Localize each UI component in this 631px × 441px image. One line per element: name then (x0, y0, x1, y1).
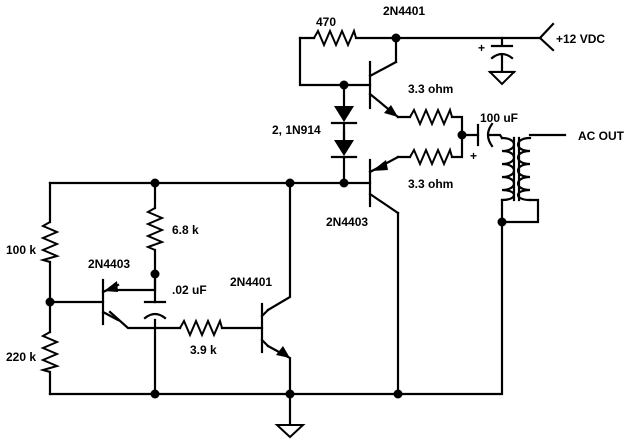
transistor-q-bot-pnp: 2N4403 (326, 155, 400, 229)
diode-pair-label: 2, 1N914 (272, 123, 321, 137)
wires (48, 36, 567, 427)
resistor-470-label: 470 (316, 15, 336, 29)
transistor-q-left-pnp: 2N4403 (88, 257, 130, 326)
pnp-emitter-arrow (372, 160, 388, 171)
junction-dot (45, 297, 55, 307)
transistor-q-left-label: 2N4403 (88, 257, 130, 271)
transistor-q-top-npn: 2N4401 (342, 4, 425, 119)
resistor-220k-label: 220 k (6, 350, 36, 364)
resistor-6-8k: 6.8 k (145, 207, 199, 251)
resistor-220k: 220 k (6, 331, 60, 373)
junction-dot (391, 33, 401, 43)
resistor-3-3-ohm-a-label: 3.3 ohm (408, 82, 453, 96)
npn-emitter-arrow (384, 105, 398, 117)
supply-label: +12 VDC (556, 32, 605, 46)
capacitor-100uf-label: 100 uF (480, 111, 518, 125)
resistor-470: 470 (313, 15, 357, 48)
transistor-q-bot-label: 2N4403 (326, 215, 368, 229)
resistor-3-3-ohm-b: 3.3 ohm (408, 147, 453, 191)
junction-dot (285, 389, 295, 399)
capacitor-0-02uf-label: .02 uF (172, 283, 207, 297)
junction-dots (45, 33, 507, 399)
ac-out-label: AC OUT (578, 129, 625, 143)
junction-dot (285, 178, 295, 188)
resistor-3-9k-label: 3.9 k (190, 343, 217, 357)
transformer: AC OUT (500, 129, 625, 202)
capacitor-100uf: 100 uF + (470, 111, 518, 163)
diode-pair: 2, 1N914 (272, 106, 358, 159)
junction-dot (150, 389, 160, 399)
diode-lower (334, 140, 354, 156)
junction-dot (150, 269, 160, 279)
junction-dot (393, 389, 403, 399)
supply-terminal: +12 VDC (538, 22, 605, 52)
resistor-3-9k: 3.9 k (179, 318, 223, 357)
npn-emitter-arrow (276, 346, 290, 358)
junction-dot (497, 217, 507, 227)
junction-dot (150, 178, 160, 188)
capacitor-0-02uf: .02 uF (143, 283, 207, 320)
transistor-q-mid-npn: 2N4401 (230, 275, 290, 358)
ground-icon (274, 424, 306, 439)
junction-dot (457, 130, 467, 140)
capacitor-100uf-polarity: + (470, 149, 477, 163)
capacitor-supply: + (478, 41, 514, 60)
diode-upper (334, 106, 354, 122)
resistor-100k: 100 k (6, 221, 60, 263)
ground-icon (487, 70, 517, 86)
pnp-emitter-arrow (104, 281, 118, 292)
resistor-6-8k-label: 6.8 k (172, 223, 199, 237)
transistor-q-mid-label: 2N4401 (230, 275, 272, 289)
resistor-3-3-ohm-b-label: 3.3 ohm (408, 177, 453, 191)
capacitor-supply-polarity: + (478, 41, 485, 55)
transistor-q-top-label: 2N4401 (383, 4, 425, 18)
resistor-3-3-ohm-a: 3.3 ohm (408, 82, 453, 127)
resistor-100k-label: 100 k (6, 243, 36, 257)
